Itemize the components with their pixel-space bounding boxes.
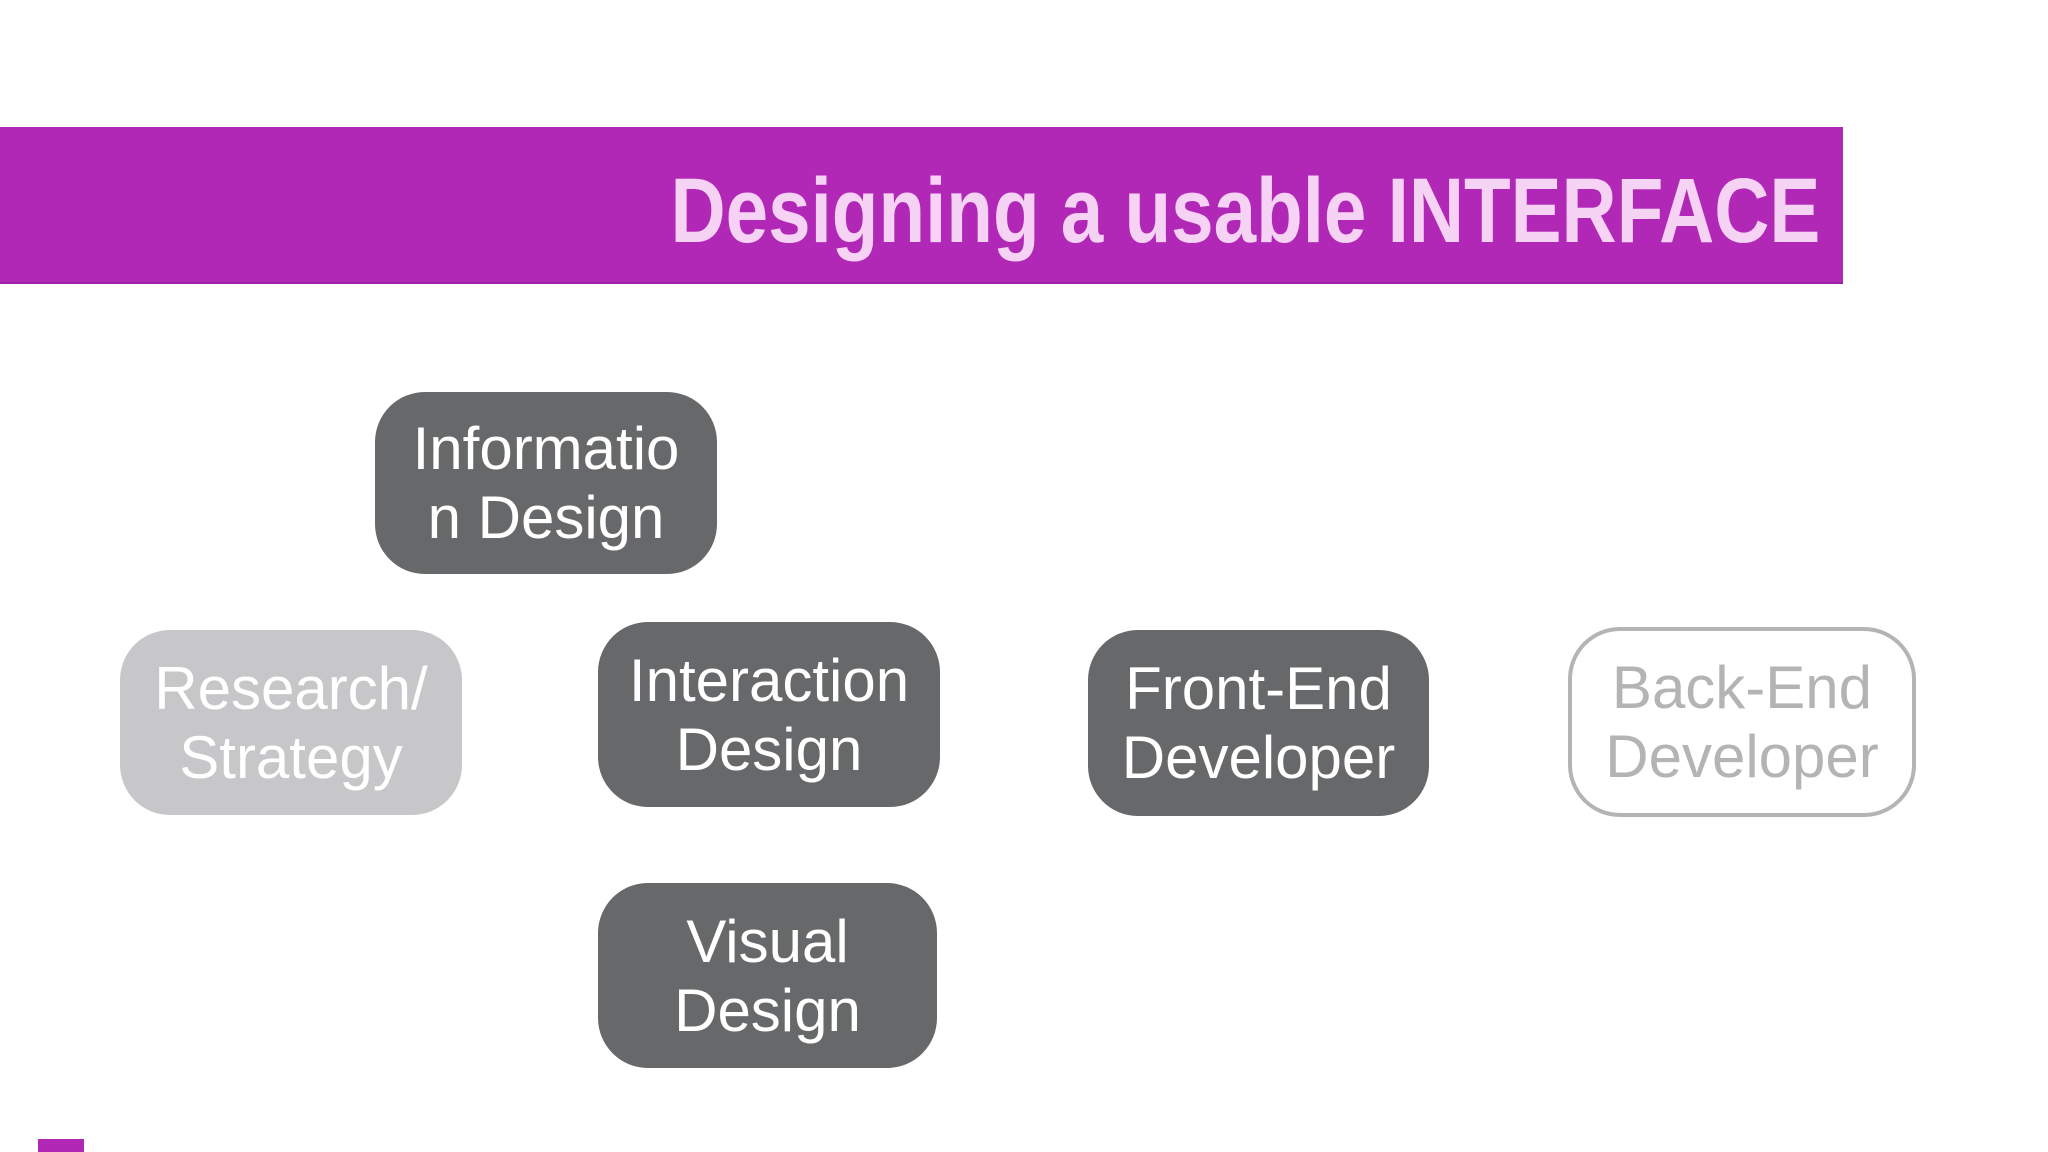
box-information-design-line2: n Design bbox=[427, 484, 665, 551]
box-back-end-developer-line1: Back-End bbox=[1611, 654, 1873, 721]
box-front-end-developer-line1: Front-End bbox=[1125, 655, 1392, 722]
box-interaction-design-line2: Design bbox=[675, 715, 863, 783]
bottom-left-accent-bar bbox=[38, 1139, 84, 1152]
title-banner: Designing a usable INTERFACE bbox=[0, 127, 1843, 284]
box-research-strategy-line2: Strategy bbox=[179, 723, 403, 791]
box-information-design: Informatio n Design bbox=[375, 392, 717, 574]
box-back-end-developer: Back-End Developer bbox=[1568, 627, 1916, 817]
slide-title: Designing a usable INTERFACE bbox=[670, 160, 1820, 262]
box-interaction-design: Interaction Design bbox=[598, 622, 940, 807]
box-research-strategy: Research/ Strategy bbox=[120, 630, 462, 815]
box-front-end-developer-line2: Developer bbox=[1121, 724, 1396, 791]
box-back-end-developer-line2: Developer bbox=[1605, 723, 1879, 790]
box-visual-design-line2: Design bbox=[674, 976, 861, 1044]
box-front-end-developer: Front-End Developer bbox=[1088, 630, 1429, 816]
box-research-strategy-line1: Research/ bbox=[154, 654, 428, 722]
box-interaction-design-line1: Interaction bbox=[628, 646, 910, 714]
box-information-design-line1: Informatio bbox=[412, 415, 680, 482]
box-visual-design-line1: Visual bbox=[686, 907, 849, 975]
box-visual-design: Visual Design bbox=[598, 883, 937, 1068]
